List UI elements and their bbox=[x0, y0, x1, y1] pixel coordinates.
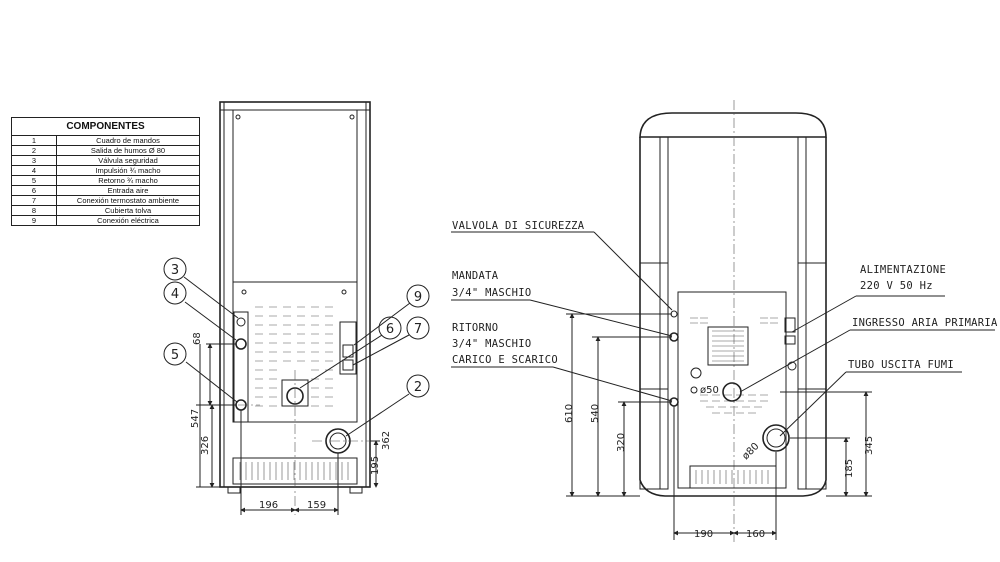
dim-160: 160 bbox=[746, 529, 765, 540]
callout-7: 7 bbox=[406, 316, 430, 340]
svg-text:9: 9 bbox=[414, 290, 422, 305]
dim-159: 159 bbox=[307, 500, 326, 511]
dim-190: 190 bbox=[694, 529, 713, 540]
diameter-50: ø50 bbox=[700, 385, 719, 396]
svg-text:7: 7 bbox=[414, 322, 422, 337]
svg-text:2: 2 bbox=[414, 380, 422, 395]
dim-362: 362 bbox=[381, 431, 392, 450]
label-ingresso-aria: INGRESSO ARIA PRIMARIA bbox=[852, 317, 998, 329]
label-ritorno-spec: 3/4" MASCHIO bbox=[452, 338, 531, 350]
dim-68: 68 bbox=[192, 332, 203, 345]
dim-345: 345 bbox=[864, 436, 875, 455]
diameter-80: ø80 bbox=[740, 441, 761, 462]
right-stove-view: VALVOLA DI SICUREZZA MANDATA 3/4" MASCHI… bbox=[451, 100, 998, 545]
left-stove-view: 3 4 5 9 6 7 2 bbox=[163, 101, 430, 515]
svg-text:6: 6 bbox=[386, 322, 394, 337]
label-valvola: VALVOLA DI SICUREZZA bbox=[452, 220, 585, 232]
callout-2: 2 bbox=[406, 374, 430, 398]
svg-text:3: 3 bbox=[171, 263, 179, 278]
label-alimentazione-spec: 220 V 50 Hz bbox=[860, 280, 933, 292]
label-alimentazione: ALIMENTAZIONE bbox=[860, 264, 946, 276]
label-carico: CARICO E SCARICO bbox=[452, 354, 558, 366]
label-ritorno: RITORNO bbox=[452, 322, 498, 334]
dim-610: 610 bbox=[564, 404, 575, 423]
callout-4: 4 bbox=[163, 281, 187, 305]
callout-3: 3 bbox=[163, 257, 187, 281]
dim-320: 320 bbox=[616, 433, 627, 452]
vent-slots bbox=[255, 306, 333, 407]
svg-text:4: 4 bbox=[171, 287, 179, 302]
label-mandata-spec: 3/4" MASCHIO bbox=[452, 287, 531, 299]
dim-196: 196 bbox=[259, 500, 278, 511]
dim-547: 547 bbox=[190, 409, 201, 428]
callout-9: 9 bbox=[406, 284, 430, 308]
dim-326: 326 bbox=[200, 436, 211, 455]
dim-195: 195 bbox=[370, 456, 381, 475]
label-mandata: MANDATA bbox=[452, 270, 499, 282]
label-tubo-fumi: TUBO USCITA FUMI bbox=[848, 359, 954, 371]
dim-185: 185 bbox=[844, 459, 855, 478]
callout-6: 6 bbox=[378, 316, 402, 340]
dim-540: 540 bbox=[590, 404, 601, 423]
callout-5: 5 bbox=[163, 342, 187, 366]
svg-text:5: 5 bbox=[171, 348, 179, 363]
